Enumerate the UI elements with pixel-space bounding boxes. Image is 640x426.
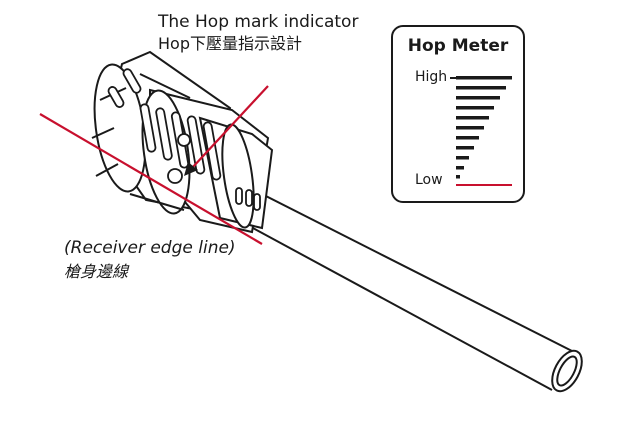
meter-bar-8 — [456, 96, 500, 100]
hop-indicator-leader — [184, 85, 269, 176]
hop-indicator-label-zh: Hop下壓量指示設計 — [158, 34, 302, 53]
meter-bar-7 — [456, 106, 494, 110]
meter-bar-6 — [456, 116, 489, 120]
hop-meter-title: Hop Meter — [407, 36, 509, 56]
meter-bar-9 — [456, 86, 506, 90]
meter-bar-10 — [456, 76, 512, 80]
hop-meter-bars — [450, 76, 512, 186]
meter-bar-2 — [456, 156, 469, 160]
chamber-slots — [107, 68, 261, 211]
hop-meter-low-label: Low — [415, 172, 443, 188]
meter-bar-5 — [456, 126, 484, 130]
meter-bar-3 — [456, 146, 474, 150]
receiver-edge-line — [39, 113, 263, 245]
hop-meter-high-label: High — [415, 69, 448, 85]
receiver-edge-label-en: (Receiver edge line) — [64, 238, 236, 258]
inner-barrel — [226, 185, 583, 393]
receiver-edge-label-zh: 槍身邊線 — [64, 262, 129, 281]
meter-bar-1 — [456, 166, 464, 170]
meter-bar-4 — [456, 136, 479, 140]
meter-bar-0 — [456, 175, 460, 179]
hop-indicator-label-en: The Hop mark indicator — [158, 12, 359, 32]
hop-meter-panel: Hop Meter High Low — [391, 25, 525, 203]
